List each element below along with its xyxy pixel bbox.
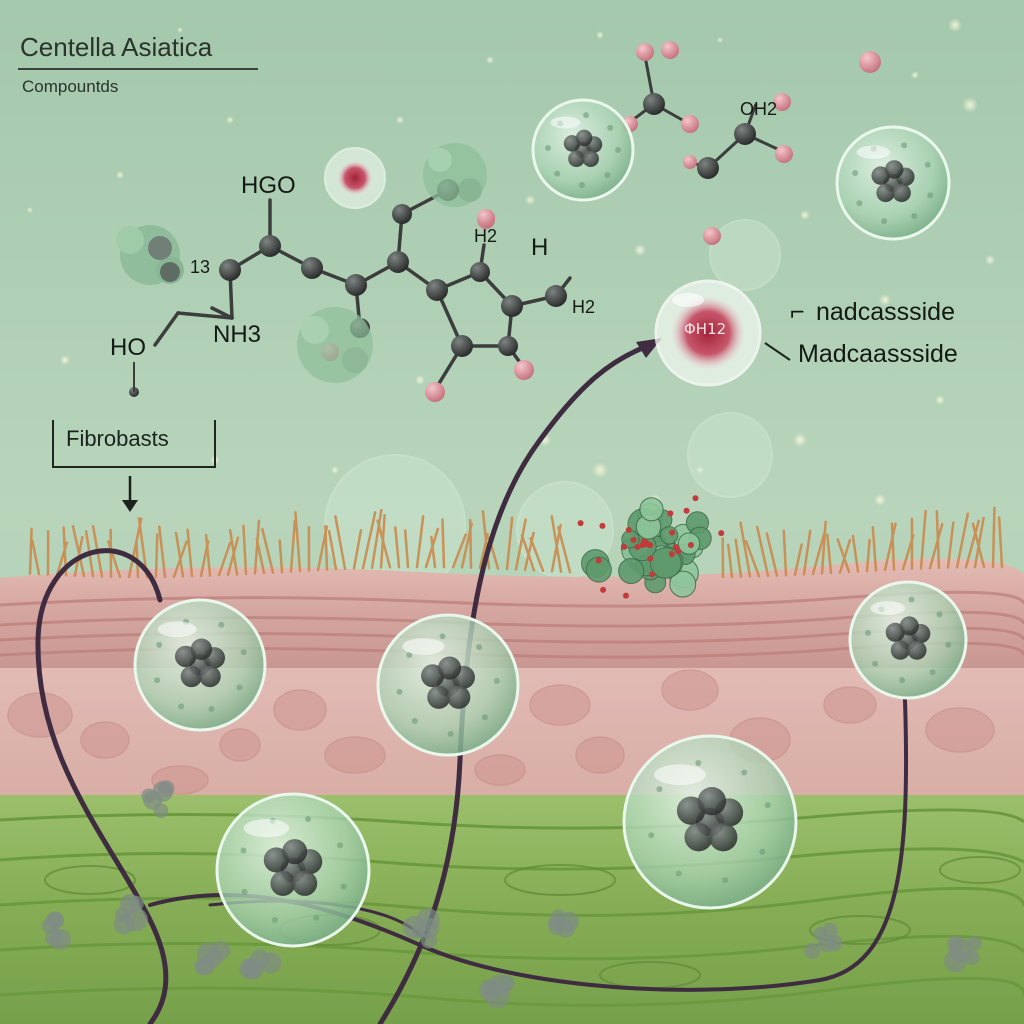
small-molecules	[477, 41, 881, 245]
label-hgo: HGO	[241, 172, 296, 199]
vesicle-5	[215, 792, 371, 948]
diagram-subtitle: Compountds	[22, 77, 119, 96]
label-nadcassside: nadcassside	[816, 298, 955, 326]
fibroblast-arrow	[122, 476, 138, 512]
vesicle-label: ΦH12	[684, 320, 727, 338]
faint-bubbles	[324, 219, 781, 596]
title-divider	[18, 68, 258, 70]
label-madcaassside: Madcaassside	[798, 340, 958, 368]
fibroblasts-callout	[52, 420, 216, 468]
vesicle-3	[376, 613, 520, 757]
label-h2-top: H2	[474, 226, 498, 246]
label-oh2: OH2	[740, 99, 778, 119]
red-vesicle-small	[324, 147, 386, 209]
vesicle-1	[835, 125, 951, 241]
label-nh3: NH3	[213, 321, 262, 348]
vesicle-0	[531, 98, 635, 202]
vesicle-2	[133, 598, 267, 732]
madecassoside-vesicle	[654, 279, 762, 387]
surface-cluster	[41, 495, 982, 1009]
vesicle-4	[848, 580, 968, 700]
label-h2-right: H2	[572, 297, 596, 317]
vesicle-6	[622, 734, 798, 910]
vesicles	[133, 98, 968, 948]
label-nadcassside-mark: ⌐	[790, 298, 805, 326]
label-fibroblasts: Fibrobasts	[66, 426, 169, 451]
label-ho: HO	[110, 334, 146, 361]
label-13: 13	[190, 257, 211, 277]
label-leader	[764, 342, 791, 361]
green-clusters	[116, 143, 487, 383]
diagram-title: Centella Asiatica	[20, 32, 213, 62]
label-h: H	[531, 234, 549, 261]
